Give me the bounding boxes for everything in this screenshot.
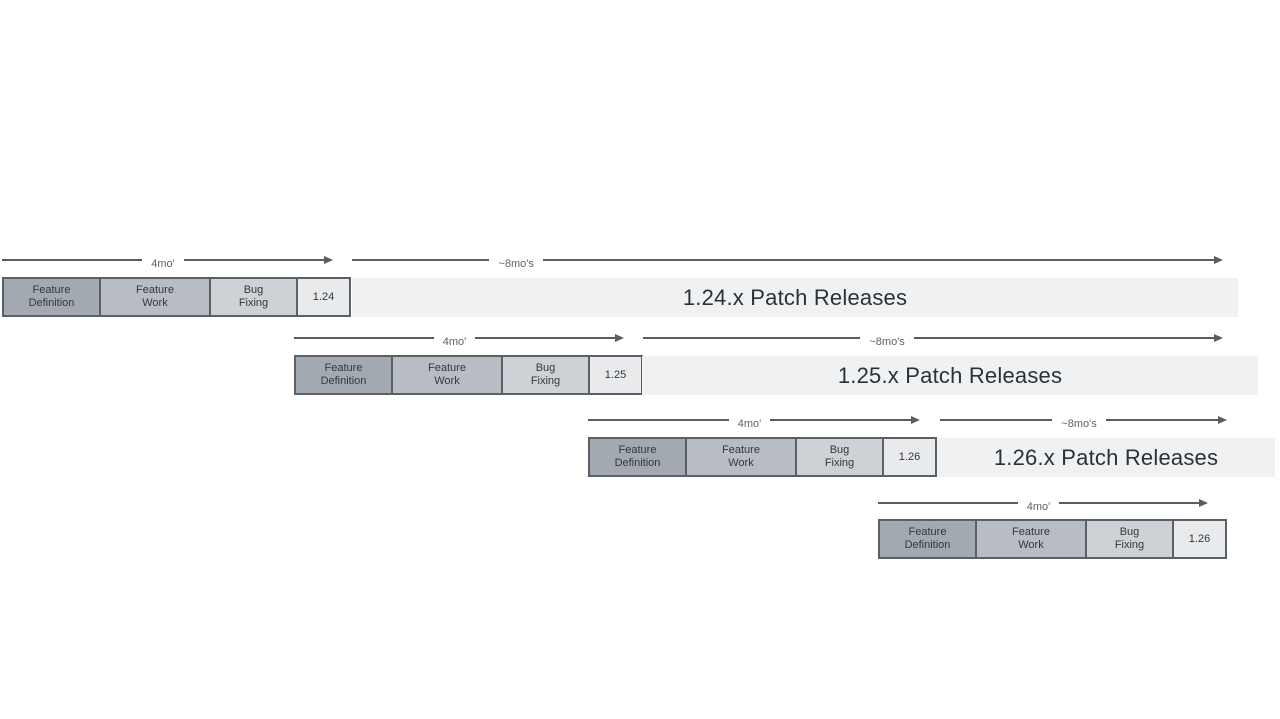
version-box: 1.26 (882, 437, 937, 477)
version-label: 1.25 (604, 368, 627, 381)
feature-work-box: Feature Work (975, 519, 1087, 559)
arrowhead-icon (324, 256, 333, 264)
release-cycle-boxes: Feature Definition Feature Work Bug Fixi… (878, 519, 1227, 559)
feature-work-label: Feature Work (722, 444, 760, 469)
feature-definition-box: Feature Definition (878, 519, 977, 559)
patch-duration-arrow: ~8mo's (940, 413, 1227, 430)
feature-definition-label: Feature Definition (614, 444, 661, 469)
cycle-duration-label: 4mo' (442, 335, 467, 348)
arrow-line (588, 419, 729, 421)
release-cycle-boxes: Feature Definition Feature Work Bug Fixi… (588, 437, 937, 477)
version-box: 1.25 (588, 355, 643, 395)
arrow-line (475, 337, 615, 339)
release-cycle-boxes: Feature Definition Feature Work Bug Fixi… (294, 355, 643, 395)
patch-duration-arrow: ~8mo's (352, 253, 1223, 270)
bug-fixing-label: Bug Fixing (530, 362, 561, 387)
patch-duration-label: ~8mo's (498, 257, 534, 270)
cycle-duration-label: 4mo' (737, 417, 762, 430)
cycle-duration-arrow: 4mo' (2, 253, 333, 270)
arrow-line (878, 502, 1018, 504)
cycle-duration-label: 4mo' (151, 257, 175, 270)
feature-work-label: Feature Work (136, 284, 174, 309)
patch-releases-label: 1.26.x Patch Releases (993, 444, 1219, 470)
feature-definition-box: Feature Definition (588, 437, 687, 477)
patch-releases-label: 1.25.x Patch Releases (837, 362, 1063, 388)
cycle-duration-arrow: 4mo' (878, 496, 1208, 513)
feature-work-box: Feature Work (685, 437, 797, 477)
bug-fixing-box: Bug Fixing (795, 437, 884, 477)
patch-releases-label: 1.24.x Patch Releases (682, 284, 908, 310)
bug-fixing-label: Bug Fixing (238, 284, 269, 309)
arrow-line (294, 337, 434, 339)
arrowhead-icon (615, 334, 624, 342)
arrow-line (940, 419, 1053, 421)
bug-fixing-box: Bug Fixing (1085, 519, 1174, 559)
version-box: 1.24 (296, 277, 351, 317)
feature-definition-box: Feature Definition (294, 355, 393, 395)
feature-work-label: Feature Work (428, 362, 466, 387)
arrowhead-icon (1199, 499, 1208, 507)
arrow-line (1059, 502, 1199, 504)
patch-duration-label: ~8mo's (869, 335, 905, 348)
feature-work-box: Feature Work (99, 277, 211, 317)
feature-work-label: Feature Work (1012, 526, 1050, 551)
arrow-line (643, 337, 861, 339)
patch-duration-label: ~8mo's (1061, 417, 1097, 430)
patch-releases-bar: 1.26.x Patch Releases (937, 438, 1275, 477)
arrowhead-icon (1213, 334, 1223, 342)
cycle-duration-arrow: 4mo' (588, 413, 920, 430)
arrowhead-icon (1213, 256, 1223, 264)
patch-releases-bar: 1.25.x Patch Releases (642, 356, 1258, 395)
arrow-line (913, 337, 1214, 339)
arrow-line (770, 419, 911, 421)
arrow-line (542, 259, 1214, 261)
feature-definition-box: Feature Definition (2, 277, 101, 317)
bug-fixing-box: Bug Fixing (209, 277, 298, 317)
version-label: 1.26 (1188, 532, 1211, 545)
version-box: 1.26 (1172, 519, 1227, 559)
bug-fixing-label: Bug Fixing (824, 444, 855, 469)
feature-definition-label: Feature Definition (904, 526, 951, 551)
arrowhead-icon (1218, 416, 1227, 424)
feature-definition-label: Feature Definition (320, 362, 367, 387)
bug-fixing-box: Bug Fixing (501, 355, 590, 395)
cycle-duration-arrow: 4mo' (294, 331, 624, 348)
version-label: 1.24 (312, 290, 335, 303)
feature-definition-label: Feature Definition (28, 284, 75, 309)
feature-work-box: Feature Work (391, 355, 503, 395)
release-cycle-boxes: Feature Definition Feature Work Bug Fixi… (2, 277, 351, 317)
arrow-line (183, 259, 324, 261)
arrow-line (2, 259, 143, 261)
arrow-line (1105, 419, 1218, 421)
cycle-duration-label: 4mo' (1026, 500, 1051, 513)
patch-releases-bar: 1.24.x Patch Releases (352, 278, 1238, 317)
patch-duration-arrow: ~8mo's (643, 331, 1223, 348)
arrow-line (352, 259, 490, 261)
arrowhead-icon (911, 416, 920, 424)
bug-fixing-label: Bug Fixing (1114, 526, 1145, 551)
version-label: 1.26 (898, 450, 921, 463)
